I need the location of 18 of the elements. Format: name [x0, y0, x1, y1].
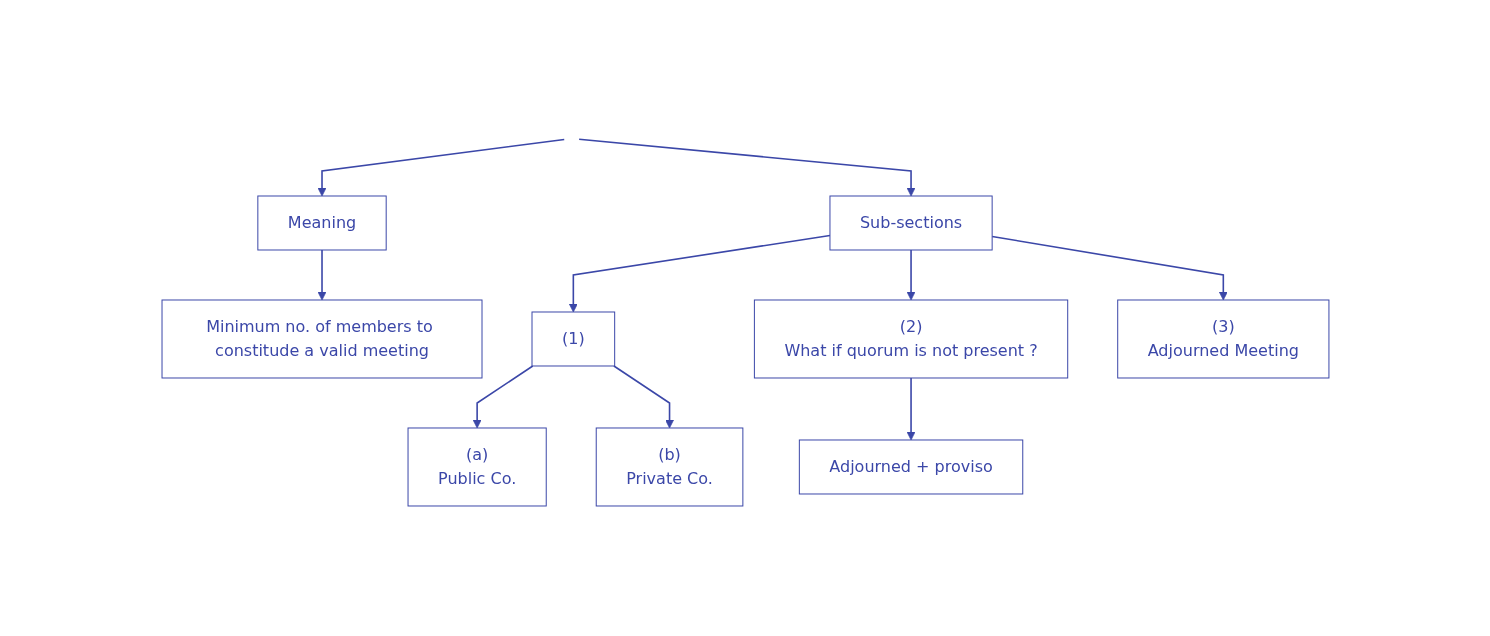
arrow — [612, 364, 674, 428]
arrow — [317, 248, 326, 300]
arrow — [317, 138, 565, 196]
node-box: (b) Private Co. — [595, 427, 743, 506]
arrow — [906, 376, 915, 440]
node-box: (3) Adjourned Meeting — [1116, 299, 1329, 378]
arrow — [472, 364, 534, 428]
node-box: (a) Public Co. — [407, 427, 547, 506]
arrow — [577, 137, 915, 196]
arrow — [906, 248, 915, 300]
node-box: Meaning — [256, 195, 387, 250]
arrow — [990, 235, 1228, 300]
node-box: Adjourned + proviso — [798, 439, 1023, 494]
arrow — [568, 234, 831, 312]
node-box: (2) What if quorum is not present ? — [753, 299, 1068, 378]
node-box: (1) — [531, 311, 615, 366]
node-box: Sub-sections — [829, 195, 993, 250]
node-box: Minimum no. of members to constitude a valid meeting — [161, 299, 482, 378]
